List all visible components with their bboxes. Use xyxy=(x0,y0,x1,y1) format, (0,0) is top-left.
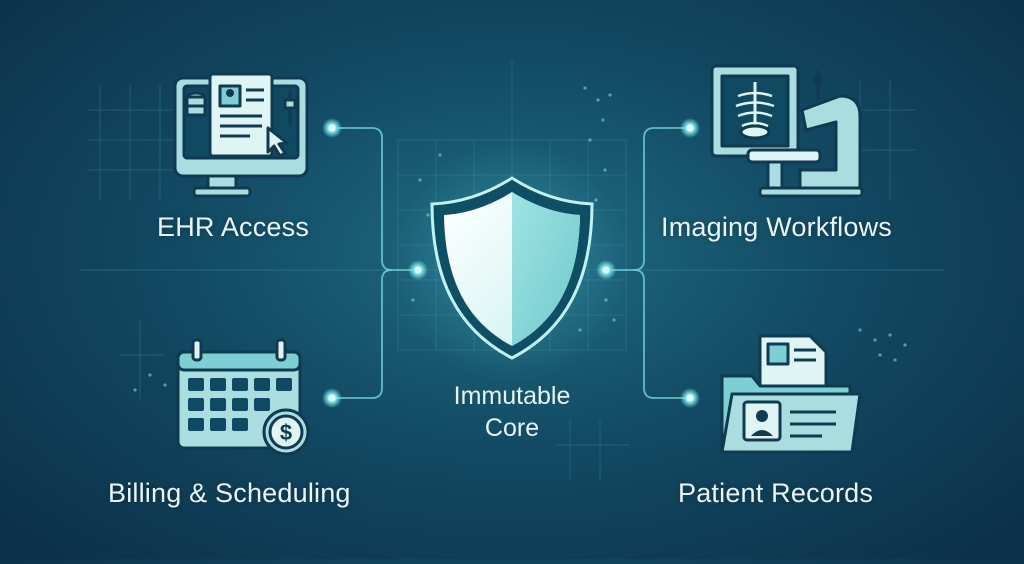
connector-lines xyxy=(332,127,690,399)
patient-folder-icon xyxy=(720,334,862,454)
center-label-line2: Core xyxy=(484,414,540,442)
node-label-patient-records: Patient Records xyxy=(678,478,874,508)
connector-ehr xyxy=(332,127,418,271)
node-label-imaging-workflows: Imaging Workflows xyxy=(661,212,892,242)
calendar-billing-icon: $ xyxy=(176,338,310,456)
computer-monitor-icon xyxy=(173,72,309,198)
node-label-ehr-access: EHR Access xyxy=(157,212,310,242)
center-label: Immutable Core xyxy=(402,380,622,444)
shield-icon xyxy=(392,142,632,382)
connector-records xyxy=(633,269,690,399)
xray-scanner-icon xyxy=(710,64,864,198)
connector-imaging xyxy=(606,127,690,271)
connector-billing xyxy=(332,269,393,399)
svg-text:$: $ xyxy=(280,420,292,445)
center-label-line1: Immutable xyxy=(453,382,571,410)
node-label-billing-scheduling: Billing & Scheduling xyxy=(108,478,351,508)
